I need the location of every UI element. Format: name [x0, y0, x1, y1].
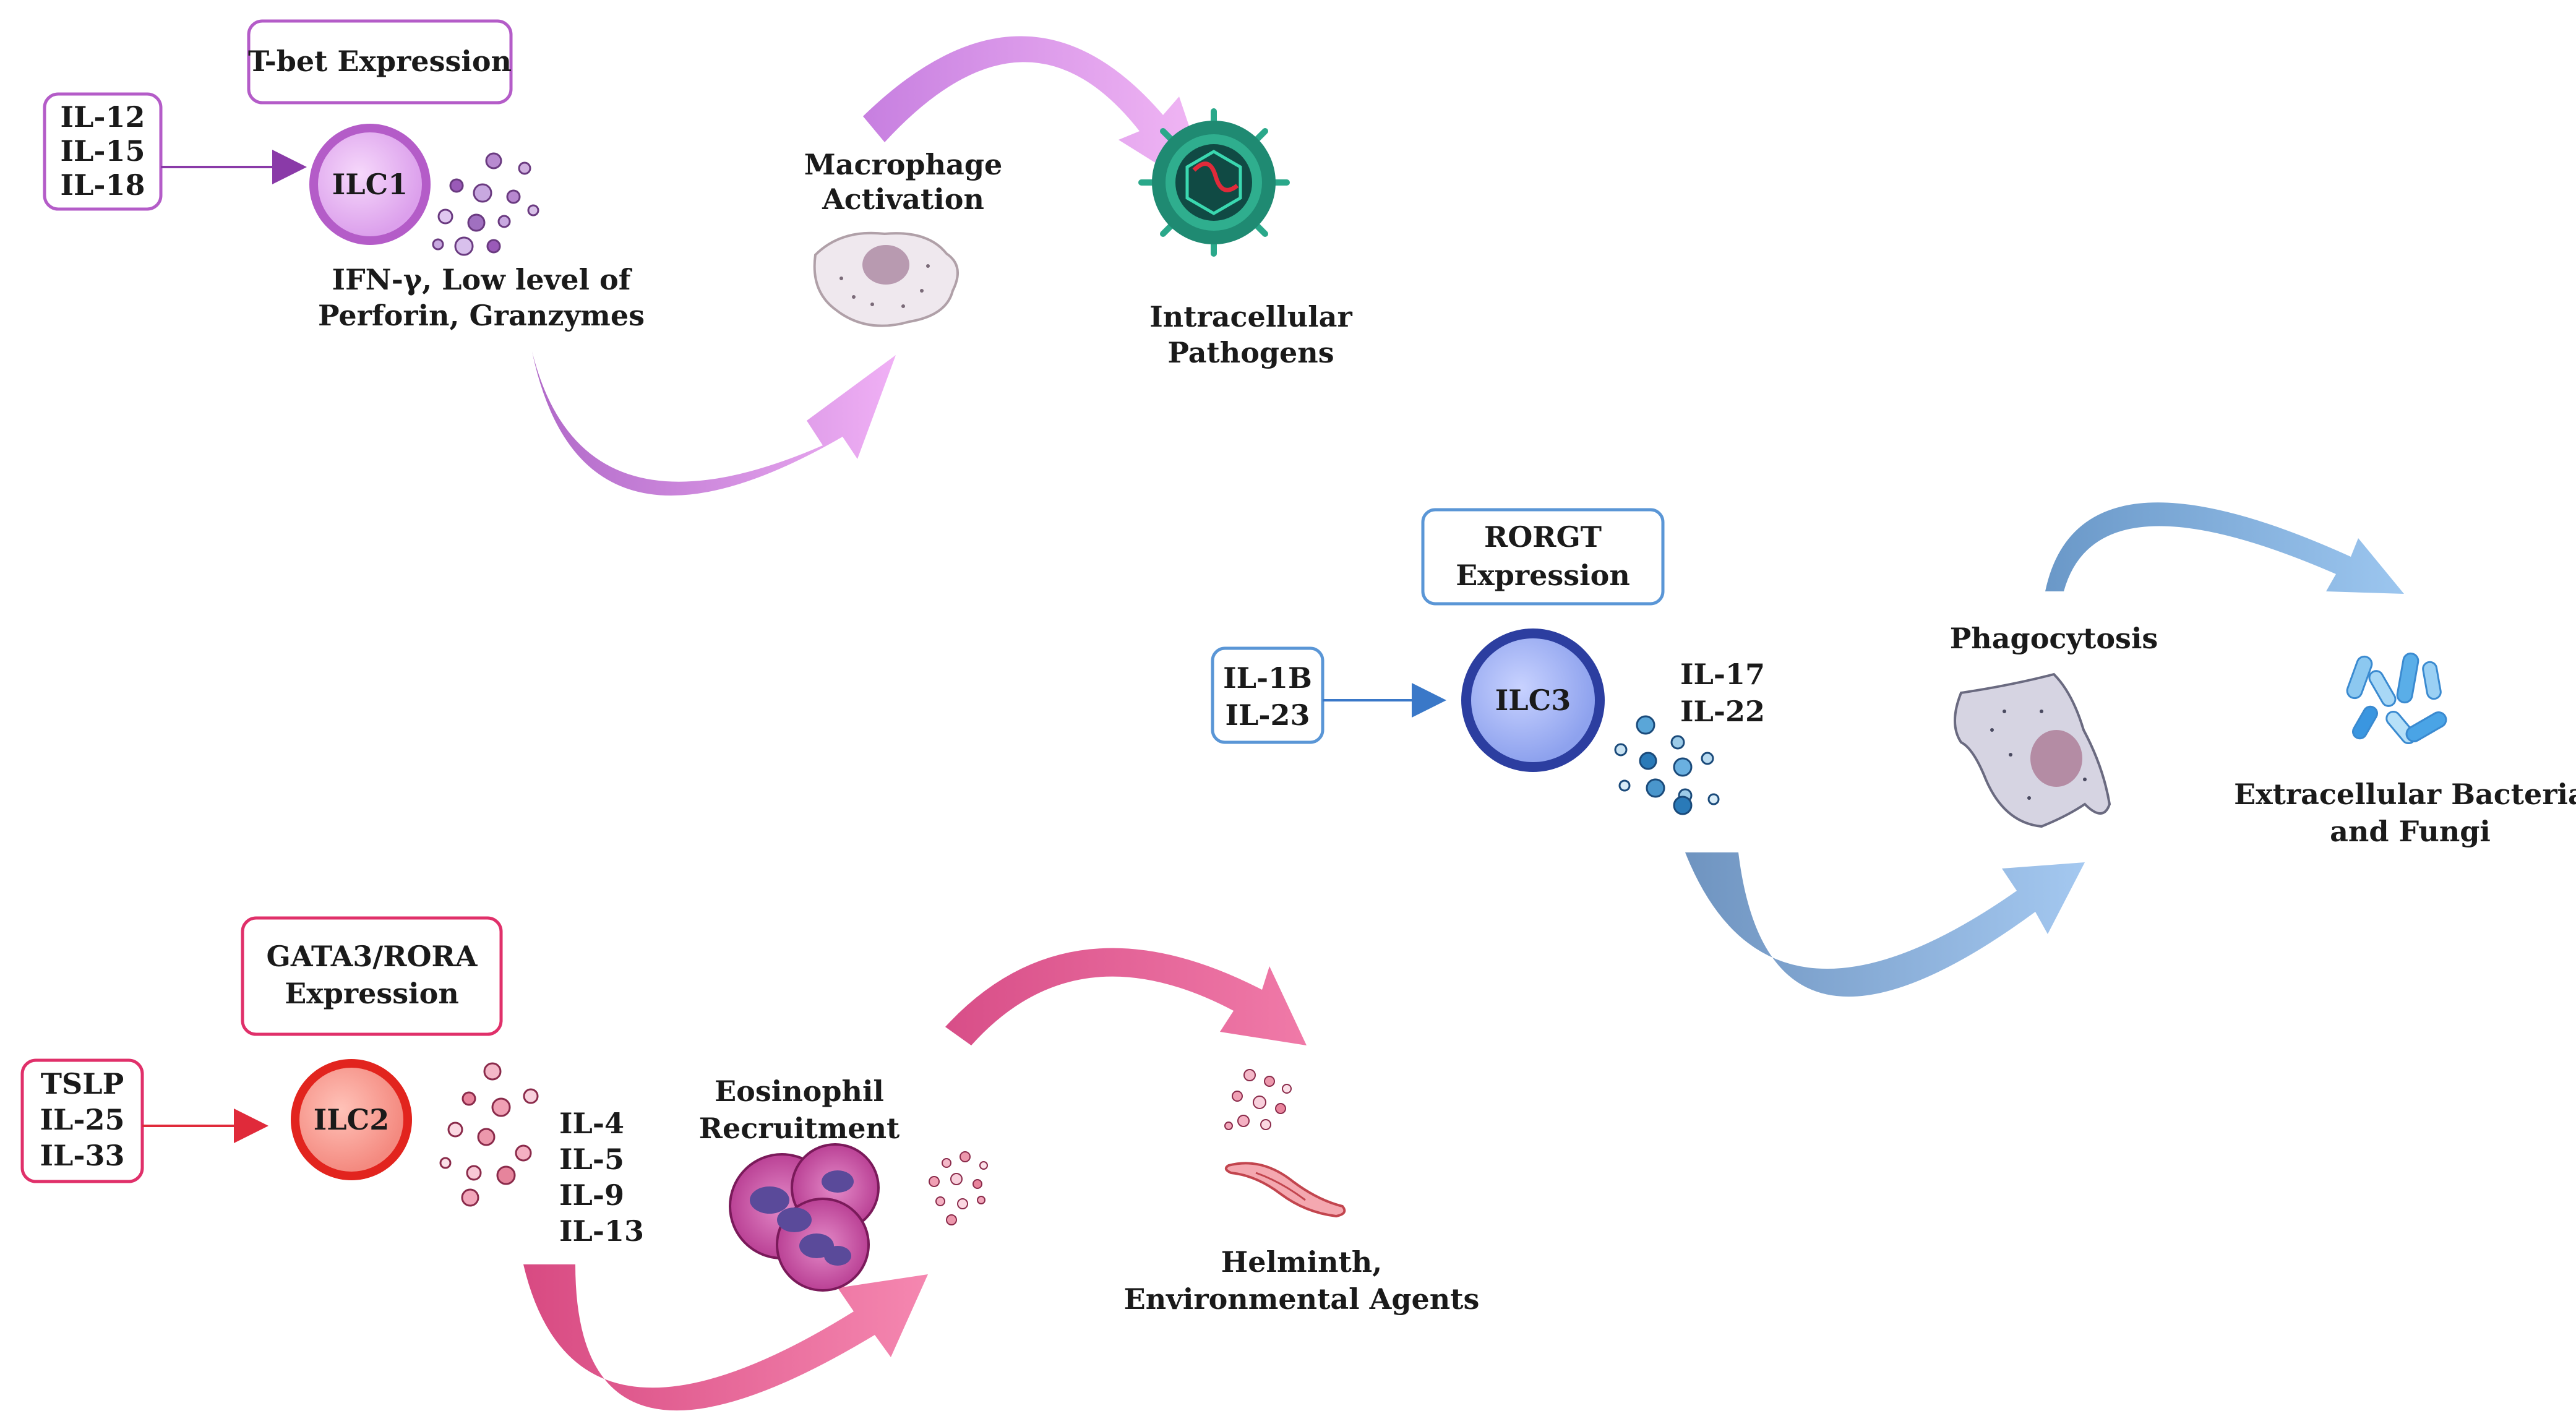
ilc2-input-1: IL-25: [40, 1103, 125, 1136]
ilc1-target-0: Intracellular: [1149, 300, 1352, 333]
ilc1-cytokine-particles: [432, 152, 539, 256]
ilc1-effector-1: Activation: [822, 182, 984, 216]
ilc3-input-1: IL-23: [1226, 698, 1310, 732]
ilc1-lower-arrow: [532, 351, 896, 496]
ilc1-expression-box: [247, 19, 513, 105]
ilc1-target-1: Pathogens: [1167, 336, 1334, 369]
ilc1-expression-label: T-bet Expression: [248, 45, 512, 78]
ilc3-effector: Phagocytosis: [1950, 622, 2158, 655]
ilc2-lower-arrow: [523, 1264, 928, 1411]
ilc3-lower-arrow: [1685, 852, 2085, 997]
ilc1-input-0: IL-12: [61, 100, 145, 134]
helminth-particles: [1224, 1069, 1292, 1130]
ilc3-upper-arrow: [2045, 502, 2404, 594]
ilc3-expression-0: RORGT: [1484, 520, 1602, 554]
ilc3-input-box: [1211, 646, 1324, 744]
virus-icon: [1138, 108, 1290, 257]
ilc2-input-2: IL-33: [40, 1139, 125, 1172]
ilc3-cytokine-particles: [1614, 715, 1720, 815]
eosinophil-icon: [729, 1143, 880, 1292]
ilc1-input-2: IL-18: [61, 168, 145, 202]
ilc1-effector-0: Macrophage: [804, 148, 1003, 181]
ilc3-output-1: IL-22: [1680, 695, 1765, 728]
ilc2-pathway: GATA3/RORA Expression TSLP IL-25 IL-33 I…: [20, 916, 1480, 1411]
ilc3-target-0: Extracellular Bacteria: [2234, 778, 2576, 811]
ilc1-input-box: [43, 92, 163, 211]
ilc3-target-1: and Fungi: [2330, 815, 2491, 848]
ilc3-cell-label: ILC3: [1495, 684, 1571, 717]
ilc3-pathway: RORGT Expression IL-1B IL-23 ILC3 IL-17 …: [1211, 502, 2576, 997]
ilc1-pathway: T-bet Expression IL-12 IL-15 IL-18 ILC1 …: [43, 19, 1352, 496]
ilc1-input-1: IL-15: [61, 134, 145, 168]
ilc2-input-box: [20, 1058, 144, 1183]
helminth-icon: [1224, 1162, 1346, 1218]
ilc2-input-0: TSLP: [41, 1067, 124, 1100]
ilc2-upper-arrow: [945, 948, 1307, 1045]
ilc2-output-2: IL-9: [559, 1178, 624, 1212]
ilc3-expression-1: Expression: [1456, 559, 1630, 592]
ilc1-upper-arrow: [863, 36, 1214, 200]
bacteria-icon: [2346, 652, 2447, 745]
ilc2-effector-1: Recruitment: [699, 1112, 900, 1145]
ilc1-output-1: Perforin, Granzymes: [318, 299, 645, 332]
ilc2-output-3: IL-13: [559, 1214, 644, 1248]
ilc2-cell-label: ILC2: [314, 1103, 389, 1136]
eosinophil-granules: [929, 1151, 988, 1225]
ilc2-target-1: Environmental Agents: [1124, 1282, 1480, 1316]
ilc2-effector-0: Eosinophil: [715, 1074, 884, 1108]
macrophage-icon: [813, 231, 959, 327]
ilc1-output-0: IFN-γ, Low level of: [332, 263, 632, 296]
ilc2-output-1: IL-5: [559, 1143, 624, 1176]
ilc2-output-0: IL-4: [559, 1107, 624, 1140]
phagocyte-icon: [1954, 672, 2111, 828]
ilc3-input-0: IL-1B: [1223, 661, 1312, 695]
ilc2-expression-box: [241, 916, 503, 1036]
ilc1-cell-label: ILC1: [332, 168, 408, 201]
ilc2-target-0: Helminth,: [1221, 1245, 1383, 1279]
ilc2-expression-0: GATA3/RORA: [267, 940, 478, 973]
ilc2-expression-1: Expression: [285, 977, 459, 1010]
ilc3-expression-box: [1421, 508, 1665, 606]
ilc3-output-0: IL-17: [1680, 658, 1765, 691]
ilc2-cytokine-particles: [439, 1062, 539, 1207]
